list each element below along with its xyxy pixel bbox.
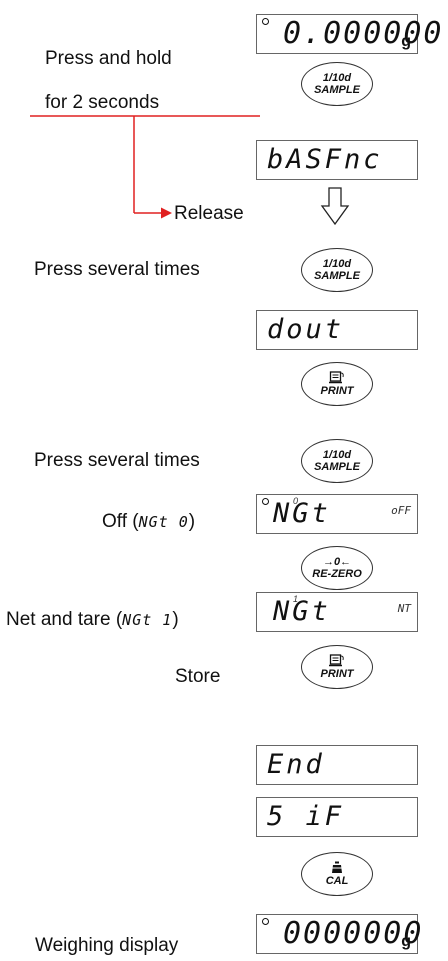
net-setting-code: NGt 1: [122, 611, 173, 629]
display-value: bASFnc: [267, 144, 383, 175]
zero-arrows-icon: →0←: [322, 555, 352, 568]
weight-icon: [331, 861, 343, 875]
display-value: 0000000: [283, 916, 424, 951]
off-setting-code: NGt 0: [138, 513, 189, 531]
sample-button[interactable]: 1/10d SAMPLE: [301, 439, 373, 483]
display-sif: 5 iF: [256, 797, 418, 837]
label-weighing-display: Weighing display: [35, 935, 179, 956]
label-for-2-seconds: for 2 seconds: [45, 92, 160, 113]
label-release: Release: [174, 203, 244, 224]
display-value: 5 iF: [267, 801, 345, 832]
sample-button[interactable]: 1/10d SAMPLE: [301, 248, 373, 292]
sample-button[interactable]: 1/10d SAMPLE: [301, 62, 373, 106]
label-net-tare-setting: Net and tare (NGt 1): [6, 609, 179, 630]
display-annotation: oFF: [391, 504, 411, 517]
display-unit: g: [401, 933, 411, 950]
display-setting-digit: 1: [293, 594, 299, 604]
label-off-setting: Off (NGt 0): [102, 511, 196, 532]
stable-mark-icon: [262, 498, 269, 505]
display-value: NGt: [273, 596, 331, 627]
print-button[interactable]: PRINT: [301, 645, 373, 689]
label-store: Store: [175, 666, 221, 687]
label-press-several-2: Press several times: [34, 450, 200, 471]
print-button[interactable]: PRINT: [301, 362, 373, 406]
display-value: End: [267, 749, 325, 780]
display-weighing: 0000000 g: [256, 914, 421, 954]
rezero-button[interactable]: →0← RE-ZERO: [301, 546, 373, 590]
label-press-hold: Press and hold: [45, 48, 172, 69]
red-arrowhead-icon: [161, 207, 172, 219]
display-basfnc: bASFnc: [256, 140, 418, 180]
display-annotation: NT: [397, 602, 411, 615]
label-press-several-1: Press several times: [34, 259, 200, 280]
display-value: NGt: [273, 498, 331, 529]
stable-mark-icon: [262, 18, 269, 25]
stable-mark-icon: [262, 918, 269, 925]
display-setting-digit: 0: [293, 496, 299, 506]
display-end: End: [256, 745, 418, 785]
display-ngt-off: 0 NGt oFF: [256, 494, 418, 534]
display-unit: g: [401, 33, 411, 50]
printer-icon: [329, 653, 345, 668]
display-ngt-net: 1 NGt NT: [256, 592, 418, 632]
display-zero-reading: 0.000000 g: [256, 14, 442, 54]
display-value: 0.000000: [283, 16, 444, 51]
printer-icon: [329, 370, 345, 385]
down-arrow-icon: [320, 187, 350, 226]
display-value: dout: [267, 314, 345, 345]
cal-button[interactable]: CAL: [301, 852, 373, 896]
display-dout: dout: [256, 310, 418, 350]
